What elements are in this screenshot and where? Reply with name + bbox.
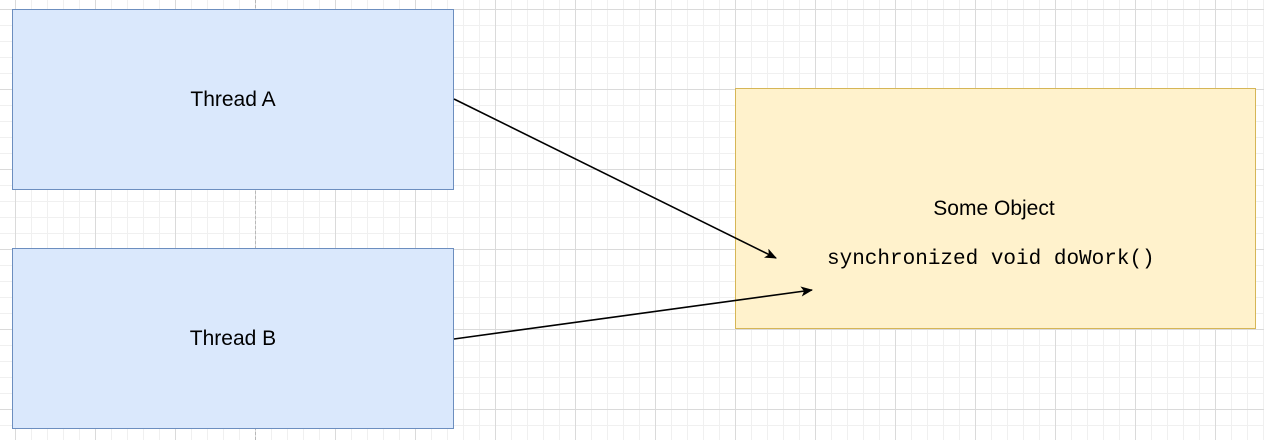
thread-b-node[interactable]: Thread B: [12, 248, 454, 429]
page-break-line: [255, 0, 256, 440]
edge-thread-a-to-method[interactable]: [453, 98, 777, 259]
method-signature: synchronized void doWork(): [827, 248, 1155, 271]
thread-a-label: Thread A: [190, 88, 276, 111]
thread-a-node[interactable]: Thread A: [12, 9, 454, 190]
edge-thread-b-to-method[interactable]: [453, 286, 813, 340]
some-object-label: Some Object: [933, 197, 1055, 220]
thread-b-label: Thread B: [189, 327, 277, 350]
some-object-node[interactable]: Some Object synchronized void doWork(): [735, 88, 1256, 329]
